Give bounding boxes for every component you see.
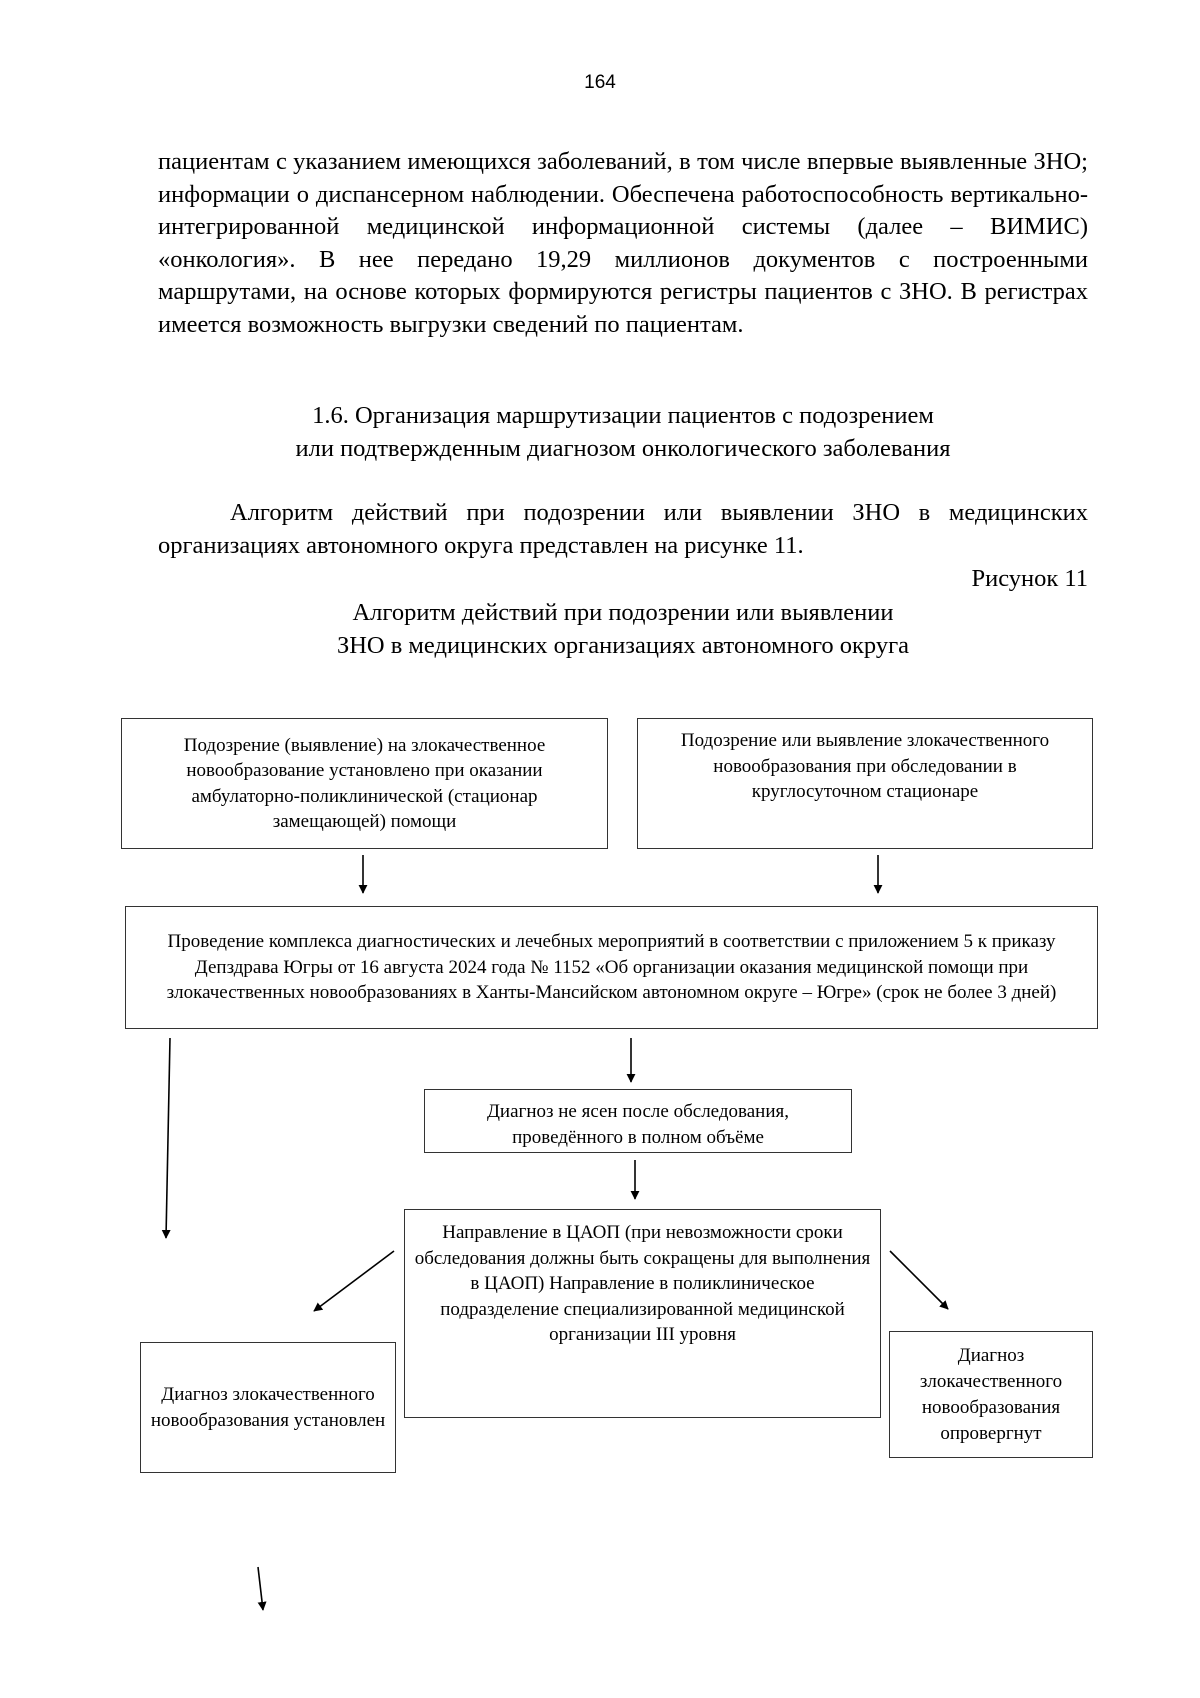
- body-paragraph-1: пациентам с указанием имеющихся заболева…: [158, 148, 1088, 338]
- flow-box-text: Подозрение или выявление злокачественног…: [680, 730, 1050, 802]
- flow-box-diagnosis-refuted: Диагноз злокачественного новообразования…: [889, 1331, 1093, 1458]
- flow-box-text: Проведение комплекса диагностических и л…: [166, 931, 1057, 1004]
- flow-box-text: Диагноз злокачественного новообразования…: [919, 1344, 1063, 1444]
- flow-box-text-line-2: Направление в поликлиническое подразделе…: [440, 1273, 845, 1345]
- arrow-stray-bottom: [257, 1566, 267, 1611]
- flow-box-diagnosis-unclear: Диагноз не ясен после обследования, пров…: [424, 1089, 852, 1153]
- flow-box-diagnostics: Проведение комплекса диагностических и л…: [125, 906, 1098, 1029]
- flow-box-referral: Направление в ЦАОП (при невозможности ср…: [404, 1209, 881, 1418]
- flow-box-diagnosis-confirmed: Диагноз злокачественного новообразования…: [140, 1342, 396, 1473]
- flow-box-inpatient-suspicion: Подозрение или выявление злокачественног…: [637, 718, 1093, 849]
- flow-box-text-line-1: Направление в ЦАОП (при невозможности ср…: [414, 1222, 871, 1294]
- flow-box-text: Диагноз не ясен после обследования, пров…: [486, 1101, 790, 1148]
- flow-box-outpatient-suspicion: Подозрение (выявление) на злокачественно…: [121, 718, 608, 849]
- flow-box-text: Диагноз злокачественного новообразования…: [150, 1384, 386, 1431]
- figure-label: Рисунок 11: [971, 565, 1088, 592]
- figure-title-line-1: Алгоритм действий при подозрении или выя…: [352, 599, 894, 626]
- section-heading-line-1: 1.6. Организация маршрутизации пациентов…: [312, 402, 934, 429]
- page-number: 164: [584, 72, 616, 93]
- section-heading-line-2: или подтвержденным диагнозом онкологичес…: [295, 434, 951, 462]
- body-paragraph-2: Алгоритм действий при подозрении или выя…: [158, 499, 1088, 559]
- figure-title-line-2: ЗНО в медицинских организациях автономно…: [336, 631, 910, 659]
- arrow-referral-to-confirmed: [313, 1250, 395, 1312]
- section-heading: 1.6. Организация маршрутизации пациентов…: [158, 400, 1088, 465]
- figure-title: Алгоритм действий при подозрении или выя…: [158, 597, 1088, 662]
- arrow-diagnostics-to-confirmed: [161, 1037, 171, 1239]
- arrow-referral-to-refuted: [889, 1250, 949, 1310]
- flow-box-text: Подозрение (выявление) на злокачественно…: [183, 734, 546, 833]
